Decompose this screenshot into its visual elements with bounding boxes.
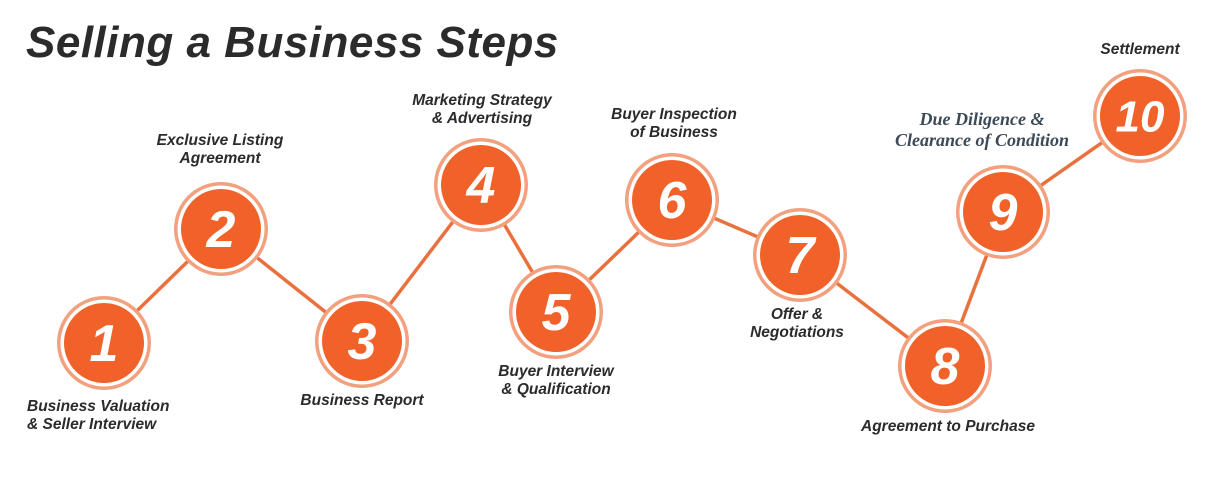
step-10-number: 10 [1116, 93, 1165, 142]
step-1-number: 1 [90, 315, 119, 373]
step-3-node: 3 [315, 294, 409, 388]
step-7-label: Offer & Negotiations [750, 306, 844, 341]
step-6-node: 6 [625, 153, 719, 247]
step-6-number: 6 [658, 172, 688, 230]
step-5-circle [516, 272, 596, 352]
step-2-number: 2 [206, 201, 236, 259]
step-8-node: 8 [898, 319, 992, 413]
step-4-node: 4 [434, 138, 528, 232]
step-8-circle [905, 326, 985, 406]
step-9-number: 9 [989, 184, 1018, 242]
step-9-node: 9 [956, 165, 1050, 259]
step-4-circle [441, 145, 521, 225]
step-2-node: 2 [174, 182, 268, 276]
step-3-number: 3 [348, 313, 377, 371]
step-9-label: Due Diligence & Clearance of Condition [894, 109, 1069, 150]
page-title: Selling a Business Steps [26, 18, 559, 67]
step-1-node: 1 [57, 296, 151, 390]
step-1-label: Business Valuation & Seller Interview [27, 398, 170, 433]
step-10-node: 10 [1093, 69, 1187, 163]
step-2-label: Exclusive Listing Agreement [156, 132, 284, 167]
step-9-circle [963, 172, 1043, 252]
step-5-label: Buyer Interview & Qualification [498, 363, 614, 398]
step-6-label: Buyer Inspection of Business [611, 106, 737, 141]
step-3-circle [322, 301, 402, 381]
step-4-number: 4 [466, 157, 496, 215]
step-10-circle [1100, 76, 1180, 156]
step-1-circle [64, 303, 144, 383]
step-4-label: Marketing Strategy & Advertising [412, 92, 552, 127]
step-2-circle [181, 189, 261, 269]
step-10-label: Settlement [1100, 41, 1180, 58]
step-7-node: 7 [753, 208, 847, 302]
step-3-label: Business Report [300, 392, 424, 409]
step-5-number: 5 [542, 284, 572, 342]
step-8-number: 8 [931, 338, 960, 396]
step-5-node: 5 [509, 265, 603, 359]
step-nodes: 1 2 3 4 5 6 7 8 9 10 [57, 69, 1187, 413]
step-7-number: 7 [786, 227, 817, 285]
step-8-label: Agreement to Purchase [861, 418, 1035, 435]
step-6-circle [632, 160, 712, 240]
step-7-circle [760, 215, 840, 295]
